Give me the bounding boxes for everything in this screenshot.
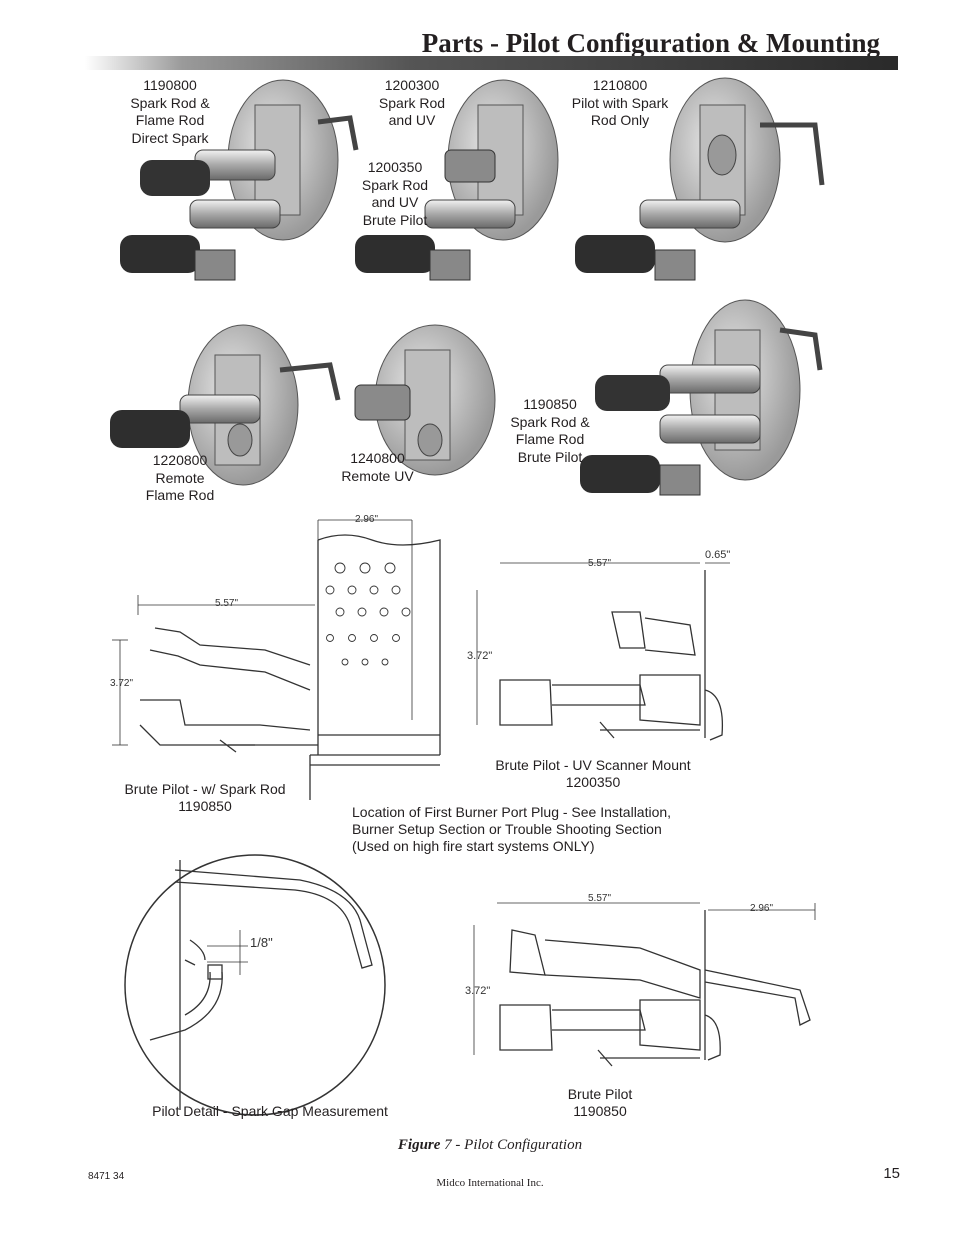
pilot-photo-1220800 (110, 324, 341, 486)
page-title: Parts - Pilot Configuration & Mounting (421, 28, 880, 58)
pilot-photo-1200300 (355, 79, 559, 281)
caption-brute-pilot: Brute Pilot 1190850 (567, 1086, 633, 1119)
figure-caption: Figure 7 - Pilot Configuration (380, 1137, 600, 1154)
doc-number: 8471 34 (88, 1171, 125, 1182)
caption-spark-rod: Brute Pilot - w/ Spark Rod 1190850 (124, 781, 286, 814)
page-number: 15 (883, 1165, 900, 1182)
caption-uv-scanner: Brute Pilot - UV Scanner Mount 1200350 (495, 757, 691, 790)
dim-spark-height: 3.72" (110, 678, 134, 689)
title-bar (85, 56, 898, 70)
company-name: Midco International Inc. (436, 1177, 544, 1189)
dim-brute-width: 2.96" (750, 903, 774, 914)
figure-text: - Pilot Configuration (451, 1137, 583, 1153)
photo-label-1200300: 1200300 Spark Rod and UV (378, 77, 446, 128)
figure-number: 7 (444, 1137, 452, 1153)
caption-spark-gap: Pilot Detail - Spark Gap Measurement (152, 1103, 388, 1119)
spark-rod-diagram (112, 519, 441, 800)
dim-uv-height: 3.72" (467, 650, 493, 662)
dim-brute-height: 3.72" (465, 985, 491, 997)
uv-scanner-diagram (476, 562, 730, 741)
dim-uv-offset: 0.65" (705, 549, 731, 561)
pilot-photo-1210800 (575, 77, 825, 281)
photo-label-1220800: 1220800 Remote Flame Rod (145, 452, 215, 503)
photo-label-1190850: 1190850 Spark Rod & Flame Rod Brute Pilo… (510, 396, 590, 465)
photo-label-1210800: 1210800 Pilot with Spark Rod Only (571, 77, 669, 128)
pilot-photo-1240800 (354, 324, 496, 476)
photo-label-1240800: 1240800 Remote UV (341, 450, 414, 484)
pilot-photo-1190850 (580, 299, 823, 496)
dim-spark-gap: 1/8" (250, 935, 273, 950)
port-plug-note: Location of First Burner Port Plug - See… (352, 804, 672, 854)
burner-ports (325, 562, 411, 666)
photo-label-1200350: 1200350 Spark Rod and UV Brute Pilot (361, 159, 429, 228)
dim-spark-length: 5.57" (215, 598, 239, 609)
brute-pilot-diagram (473, 902, 816, 1067)
photo-label-1190800: 1190800 Spark Rod & Flame Rod Direct Spa… (130, 77, 210, 146)
dim-spark-width: 2.96" (355, 514, 379, 525)
dim-uv-length: 5.57" (588, 558, 612, 569)
spark-gap-detail (124, 854, 386, 1116)
pilot-photo-1190800 (120, 79, 359, 281)
dim-brute-length: 5.57" (588, 893, 612, 904)
figure-label: Figure (397, 1137, 441, 1153)
